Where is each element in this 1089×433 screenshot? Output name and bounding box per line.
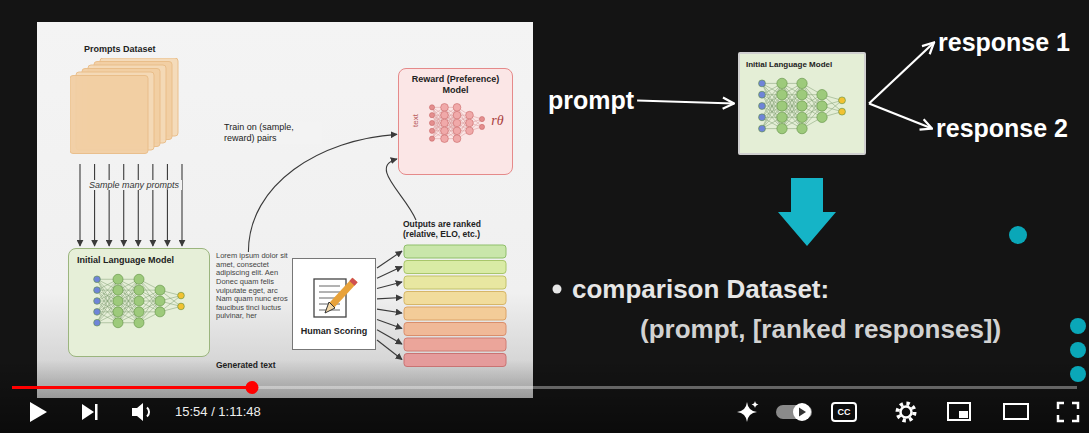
box-title: Human Scoring [301,326,368,336]
connector-line [869,43,934,104]
miniplayer-icon [948,403,970,420]
connector-line [377,251,402,268]
connector-line [167,164,168,246]
connector-arrow [869,43,934,104]
sparkle-icon [752,401,759,408]
connector-arrow [248,134,397,252]
model-title: Initial Language Model [77,255,201,265]
progress-track [12,386,1077,389]
block-caption: Generated text [216,360,288,370]
connector-line [138,164,139,246]
model-box: Initial Language Model [68,248,210,357]
step-note: Sample many prompts [86,180,182,190]
connector-line [377,309,402,313]
model-title: Initial Language Model [746,60,858,69]
bullet [553,285,562,294]
autoplay-toggle [793,403,811,421]
connector-line [248,134,397,252]
connector-arrow [80,164,182,246]
theater-icon [1004,404,1028,419]
play-icon [30,402,47,422]
autoplay-toggle [799,408,806,417]
flow-text: prompt [548,86,634,115]
connector-line [123,164,124,246]
connector-line [377,330,402,344]
connector-line [377,319,402,328]
settings-icon [901,407,912,418]
connector-line [94,164,95,246]
connector-line [377,298,402,299]
bullet-heading: comparison Dataset: [572,274,829,305]
volume-icon [132,403,143,421]
neural-net-icon [426,100,488,146]
fullscreen-icon [1058,403,1078,421]
miniplayer-icon [959,411,968,418]
progress-played [12,386,252,389]
neural-net-icon [91,271,187,331]
model-box: Initial Language Model [738,52,866,155]
neural-net-icon [756,75,848,137]
prompt-text: prompt [548,86,634,115]
input-tag: text [411,113,420,129]
next-icon [95,404,98,420]
volume-icon [147,408,149,417]
teal-dot [1009,226,1027,244]
flow-text: response 1 [938,28,1070,57]
pencil-paper-icon [308,274,360,322]
box-title: Reward (Preference) Model [404,74,507,96]
dataset-stack: Prompts Dataset [70,44,192,162]
connector-arrow [869,104,932,129]
cc-text: CC [832,403,856,421]
generated-text-block: Lorem ipsum dolor sit amet, consectet ad… [216,252,288,370]
next-icon [82,404,94,420]
slide-panel [37,22,533,398]
teal-dot [1070,342,1086,358]
connector-arrow [637,101,734,104]
connector-arrow [377,251,402,360]
connector-line [377,340,402,360]
response-text: response 2 [936,114,1068,143]
ranked-output-bars [403,244,507,368]
response-text: response 1 [938,28,1070,57]
flow-text: response 2 [936,114,1068,143]
connector-line [869,104,932,129]
reward-model-box: Reward (Preference) Model text rθ [398,68,513,175]
connector-line [109,164,110,246]
connector-line [181,164,182,246]
connector-line [152,164,153,246]
human-scoring-box: Human Scoring [292,258,376,350]
connector-line [377,267,402,279]
connector-line [79,164,80,246]
controls-shade [0,360,1089,433]
teal-dot [1070,318,1086,334]
teal-dot [1070,366,1086,382]
down-arrow [778,178,836,246]
dataset-format: (prompt, [ranked responses]) [640,314,1001,345]
ranked-outputs: Outputs are ranked (relative, ELO, etc.) [403,220,511,370]
settings-icon [898,404,915,421]
connector-line [377,282,402,289]
cc-icon [832,403,856,421]
ranking-heading: Outputs are ranked (relative, ELO, etc.) [403,220,511,240]
reward-symbol: rθ [491,113,503,129]
time-display: 15:54 / 1:11:48 [175,404,261,420]
progress-knob [246,381,259,394]
sample-text: Lorem ipsum dolor sit amet, consectet ad… [216,252,288,321]
node-row: text rθ [404,96,507,146]
connector-line [637,101,734,104]
prompt-stack-icon [70,58,182,156]
stack-heading: Prompts Dataset [70,44,192,54]
edge-label: Train on (sample, reward) pairs [222,122,322,144]
